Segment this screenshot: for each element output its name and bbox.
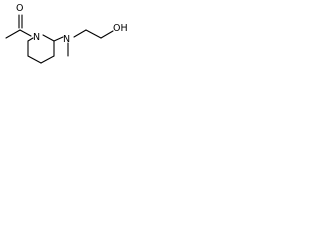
chemical-structure: O N N OH: [5, 3, 128, 64]
bond-ethyl-2: [85, 29, 102, 39]
bond-ethyl-hydroxyl: [100, 30, 114, 39]
bond-ring-c3-c4: [40, 55, 55, 64]
bond-methyl-carbonyl: [5, 29, 21, 39]
bond-amine-ethyl-1: [73, 29, 87, 38]
hydroxyl-label: OH: [113, 23, 128, 34]
ring-nitrogen-label: N: [33, 32, 40, 43]
bond-ring-n-c2: [42, 34, 55, 42]
bond-carbonyl-ring-nitrogen: [19, 29, 32, 37]
bond-ring-c4-c5: [27, 55, 42, 64]
bond-ring-c6-n: [27, 37, 34, 42]
amine-nitrogen-label: N: [63, 34, 70, 45]
bond-ring-amine-nitrogen: [53, 36, 64, 42]
carbonyl-oxygen-label: O: [16, 3, 23, 14]
